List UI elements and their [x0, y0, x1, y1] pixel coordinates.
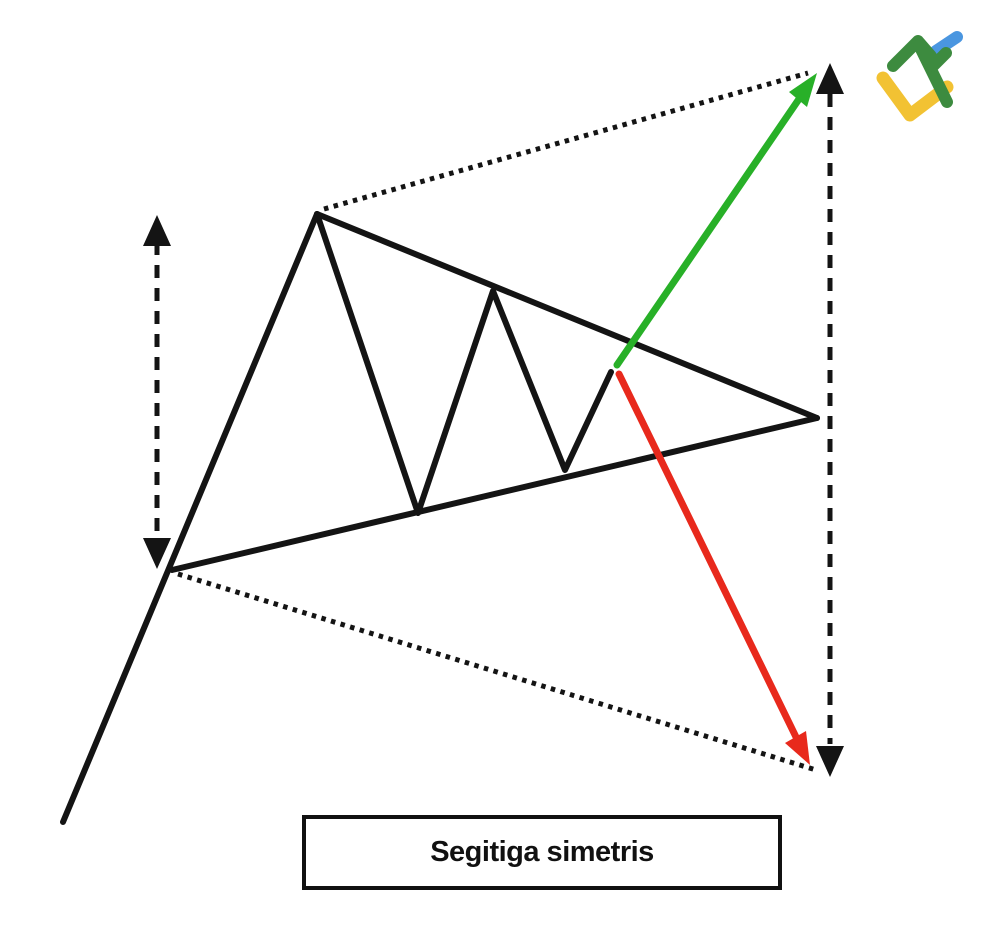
bottom-dotted-projection-line: [177, 571, 817, 773]
pattern-label-box: Segitiga simetris: [302, 815, 782, 890]
logo-green-midarm: [927, 47, 952, 72]
brand-logo-icon: [876, 31, 963, 122]
upper-trendline: [314, 211, 820, 421]
left-measure-down-arrowhead-icon: [143, 538, 171, 569]
bullish-breakout-arrow: [613, 73, 817, 369]
bearish-breakout-arrow: [615, 370, 810, 765]
bullish-breakout-line: [613, 95, 803, 369]
triangle-zigzag-price-line: [314, 211, 614, 516]
logo-green-spine: [913, 39, 953, 108]
bearish-breakout-line: [615, 370, 800, 741]
top-dotted-projection-line: [323, 70, 809, 212]
right-target-measure-arrow: [816, 63, 844, 777]
pattern-label: Segitiga simetris: [430, 836, 654, 868]
lower-trendline: [169, 415, 820, 573]
right-measure-down-arrowhead-icon: [816, 746, 844, 777]
left-height-measure-arrow: [143, 215, 171, 569]
right-measure-up-arrowhead-icon: [816, 63, 844, 94]
bullish-arrowhead-icon: [789, 73, 817, 107]
uptrend-line: [60, 211, 320, 825]
bearish-arrowhead-icon: [785, 731, 810, 765]
left-measure-up-arrowhead-icon: [143, 215, 171, 246]
logo-yellow-check: [876, 71, 954, 122]
logo-blue-stroke: [930, 31, 963, 57]
